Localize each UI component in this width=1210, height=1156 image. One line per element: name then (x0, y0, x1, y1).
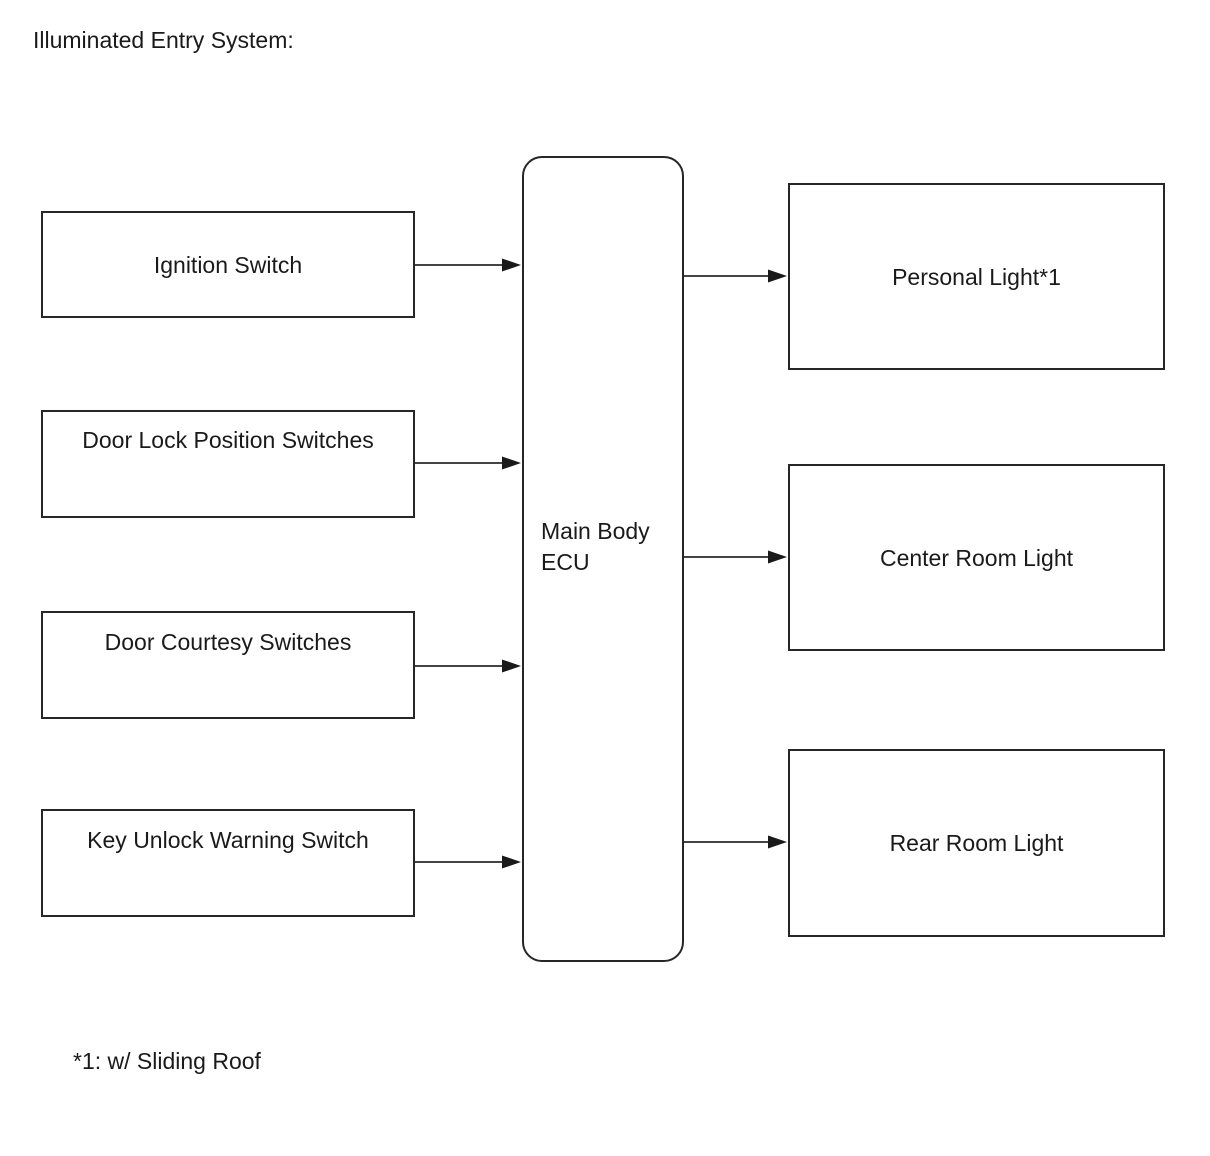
output-node-center-room-light: Center Room Light (788, 464, 1165, 651)
output-node-personal-light: Personal Light*1 (788, 183, 1165, 370)
arrowhead-right-icon (768, 550, 787, 564)
input-node-label: Key Unlock Warning Switch (87, 827, 369, 853)
output-node-label: Center Room Light (879, 544, 1074, 571)
input-node-key-unlock-warning-switch: Key Unlock Warning Switch (41, 809, 415, 917)
diagram-title: Illuminated Entry System: (33, 27, 294, 53)
ecu-node-label: Main Body ECU (541, 516, 650, 578)
arrowhead-right-icon (768, 269, 787, 283)
arrowhead-right-icon (502, 659, 521, 673)
connector-ecu-to-rear-room-light (684, 835, 787, 849)
output-node-label: Rear Room Light (889, 830, 1064, 856)
input-node-label: Door Lock Position Switches (82, 427, 374, 453)
input-node-label: Ignition Switch (153, 251, 303, 278)
connector-door-lock-to-ecu (415, 456, 521, 470)
connector-ecu-to-center-room-light (684, 550, 787, 564)
arrowhead-right-icon (502, 258, 521, 272)
ecu-node: Main Body ECU (522, 156, 684, 962)
connector-ecu-to-personal-light (684, 269, 787, 283)
output-node-label: Personal Light*1 (892, 263, 1061, 290)
input-node-ignition-switch: Ignition Switch (41, 211, 415, 318)
arrowhead-right-icon (502, 855, 521, 869)
ecu-label-line1: Main Body (541, 518, 650, 544)
input-node-door-courtesy-switches: Door Courtesy Switches (41, 611, 415, 719)
input-node-door-lock-position-switches: Door Lock Position Switches (41, 410, 415, 518)
connector-key-unlock-to-ecu (415, 855, 521, 869)
footnote: *1: w/ Sliding Roof (73, 1048, 261, 1074)
ecu-label-line2: ECU (541, 549, 590, 575)
output-node-rear-room-light: Rear Room Light (788, 749, 1165, 937)
connector-door-courtesy-to-ecu (415, 659, 521, 673)
input-node-label: Door Courtesy Switches (104, 629, 352, 655)
connector-ignition-to-ecu (415, 258, 521, 272)
arrowhead-right-icon (502, 456, 521, 470)
arrowhead-right-icon (768, 835, 787, 849)
